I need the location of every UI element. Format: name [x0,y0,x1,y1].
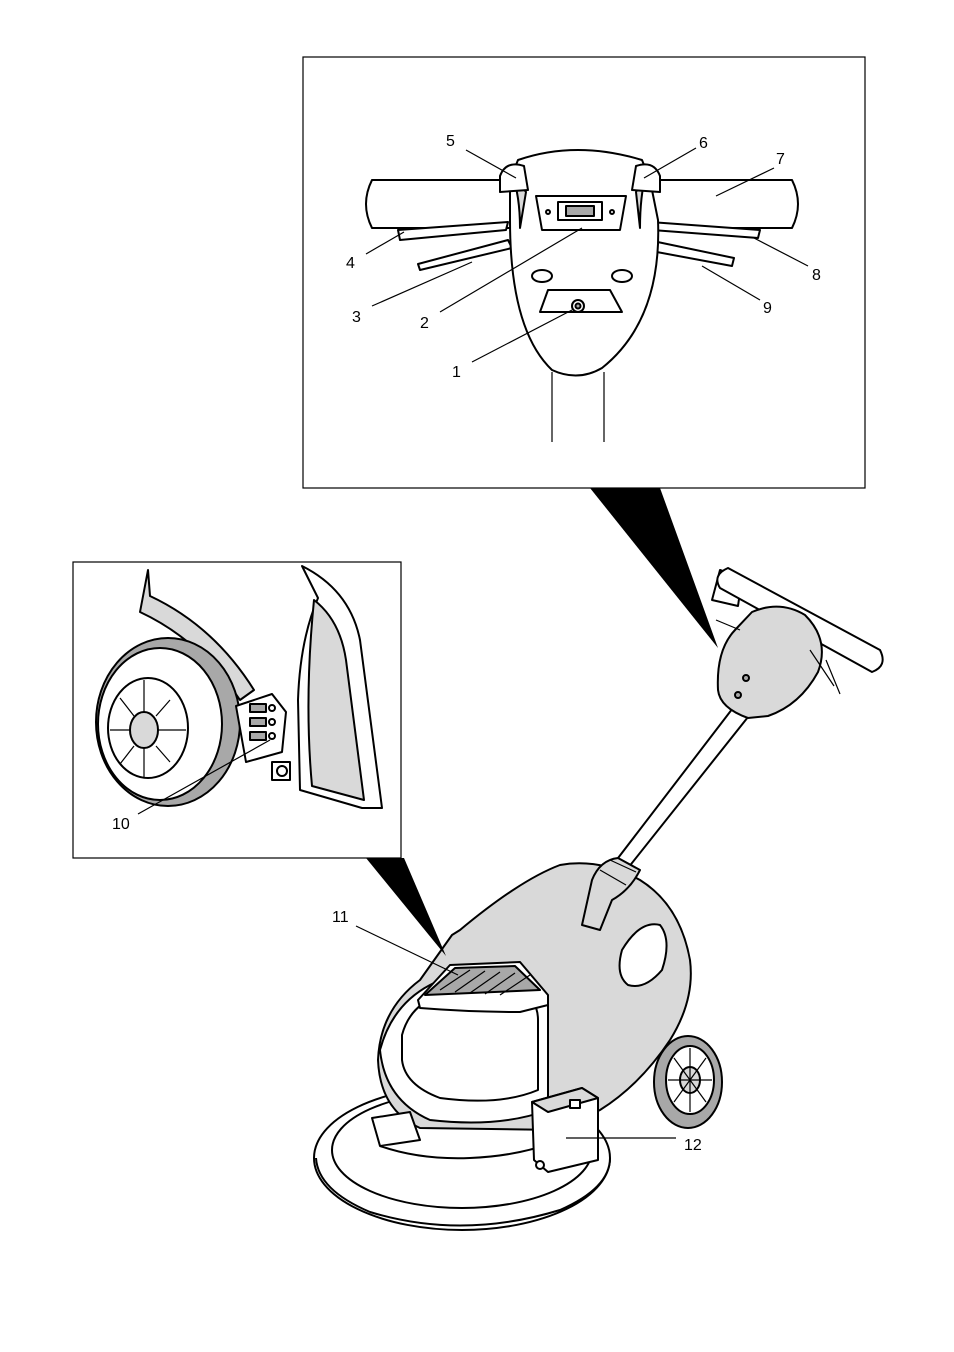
handle-shaft [582,704,752,930]
handle-detail-callout: 1 2 3 4 5 6 7 8 9 [303,57,865,648]
callout-label-5: 5 [446,133,455,150]
wheel-callout-pointer [366,858,446,956]
callout-label-3: 3 [352,309,361,326]
handle-callout-pointer [590,488,718,648]
wheel-detail-callout: 10 [73,562,446,956]
callout-label-10: 10 [112,816,130,833]
callout-label-7: 7 [776,151,785,168]
callout-label-2: 2 [420,315,429,332]
callout-label-12: 12 [684,1137,702,1154]
callout-label-6: 6 [699,135,708,152]
callout-label-4: 4 [346,255,355,272]
callout-label-9: 9 [763,300,772,317]
callout-label-11: 11 [332,909,349,926]
handle-head [712,568,883,718]
callout-label-8: 8 [812,267,821,284]
callout-label-1: 1 [452,364,461,381]
cord-hook-box [532,1088,598,1172]
